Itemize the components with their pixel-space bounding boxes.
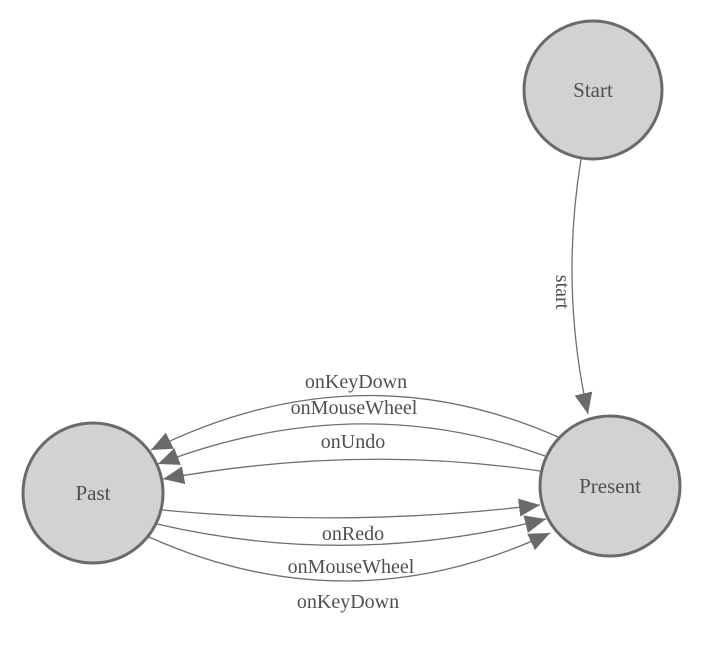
edge-label-start: start — [551, 275, 573, 310]
edge-present-to-past-onundo — [162, 458, 541, 485]
edge-present-to-past-onmousewheel — [157, 423, 546, 465]
edge-label-onredo: onRedo — [322, 523, 384, 545]
edge-start-to-present — [571, 158, 593, 415]
state-node-past: Past — [21, 421, 165, 565]
state-node-present-circle — [538, 414, 682, 558]
state-node-past-label: Past — [75, 481, 110, 505]
state-node-present-label: Present — [579, 474, 641, 498]
edge-label-onundo: onUndo — [321, 431, 385, 453]
edge-past-to-present-onredo — [161, 498, 541, 519]
edge-past-to-present-onmousewheel — [156, 515, 547, 546]
edge-present-to-past-onkeydown — [150, 394, 559, 451]
edge-past-to-present-onkeydown — [148, 532, 551, 582]
state-node-start-label: Start — [573, 78, 613, 102]
edge-label-onkeydown-bottom: onKeyDown — [297, 591, 399, 613]
state-node-past-circle — [21, 421, 165, 565]
state-node-present: Present — [538, 414, 682, 558]
edge-label-onkeydown-top: onKeyDown — [305, 371, 407, 393]
edge-label-onmousewheel-top: onMouseWheel — [291, 397, 418, 419]
state-node-start-circle — [522, 19, 664, 161]
edge-label-onmousewheel-bottom: onMouseWheel — [288, 556, 415, 578]
state-node-start: Start — [522, 19, 664, 161]
